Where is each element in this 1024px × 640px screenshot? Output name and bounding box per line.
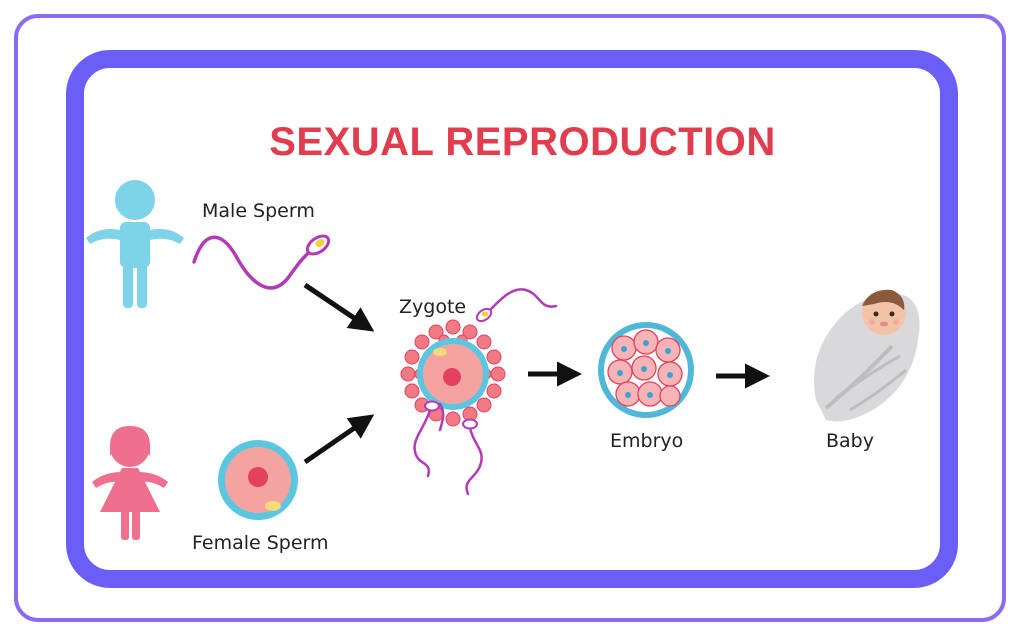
arrow-icon	[303, 282, 375, 332]
egg-cell-icon	[218, 440, 298, 520]
female-sperm-label: Female Sperm	[192, 532, 329, 554]
sperm-icon	[192, 234, 331, 290]
diagram-card	[66, 50, 958, 588]
embryo-label: Embryo	[610, 430, 684, 452]
arrow-icon	[303, 414, 375, 465]
zygote-label: Zygote	[399, 296, 467, 318]
baby-label: Baby	[826, 430, 874, 452]
male-sperm-label: Male Sperm	[202, 200, 315, 222]
diagram-title: SEXUAL REPRODUCTION	[269, 120, 776, 164]
embryo-icon	[598, 322, 694, 418]
zygote-icon	[400, 288, 558, 496]
female-figure-icon	[92, 426, 168, 540]
male-figure-icon	[86, 180, 184, 308]
baby-icon	[814, 289, 920, 422]
